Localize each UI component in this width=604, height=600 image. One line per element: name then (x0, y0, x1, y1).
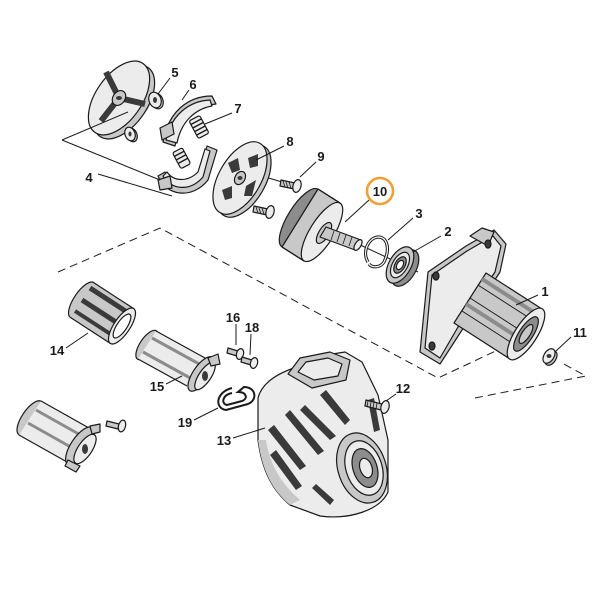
callout-4[interactable]: 4 (85, 170, 93, 185)
washer-5 (148, 91, 164, 110)
spring-lower (172, 147, 191, 169)
callout-11[interactable]: 11 (573, 325, 587, 340)
callout-10-highlight-ring (365, 176, 395, 206)
callout-15[interactable]: 15 (150, 379, 164, 394)
clutch-shoe-lower (157, 145, 218, 194)
callout-1[interactable]: 1 (541, 284, 548, 299)
screw-16 (226, 347, 245, 360)
plate-8 (212, 141, 272, 218)
callout-18[interactable]: 18 (245, 320, 259, 335)
callout-5[interactable]: 5 (171, 65, 178, 80)
fitting-screw (105, 419, 127, 433)
callout-labels: 1 2 3 4 5 6 7 8 9 10 11 12 13 14 15 16 1… (50, 65, 587, 448)
callout-16[interactable]: 16 (226, 310, 240, 325)
small-washer (124, 126, 138, 143)
callout-7[interactable]: 7 (234, 101, 241, 116)
callout-3[interactable]: 3 (415, 206, 422, 221)
clutch-drum-10 (278, 187, 363, 263)
lower-left-fitting (16, 400, 101, 473)
callout-10[interactable]: 10 (373, 184, 387, 199)
screw-9 (279, 179, 302, 193)
leader-lines (61, 77, 572, 439)
plate-screw (252, 205, 275, 219)
callout-6[interactable]: 6 (189, 77, 196, 92)
washer-11 (542, 348, 558, 366)
clutch-shoe-6 (159, 95, 217, 147)
callout-19[interactable]: 19 (178, 415, 192, 430)
screw-18 (240, 356, 259, 369)
circlip-3 (364, 235, 389, 269)
tube-14 (67, 281, 137, 345)
gear-housing-13 (257, 351, 389, 518)
part-15 (135, 329, 221, 392)
spring-clip-19 (217, 385, 256, 412)
clutch-housing-1 (419, 227, 546, 365)
callout-9[interactable]: 9 (317, 149, 324, 164)
callout-12[interactable]: 12 (396, 381, 410, 396)
spring-7 (189, 115, 209, 139)
callout-13[interactable]: 13 (217, 433, 231, 448)
callout-8[interactable]: 8 (286, 134, 293, 149)
callout-14[interactable]: 14 (50, 343, 65, 358)
ball-bearing-2 (385, 246, 420, 287)
callout-2[interactable]: 2 (444, 224, 451, 239)
